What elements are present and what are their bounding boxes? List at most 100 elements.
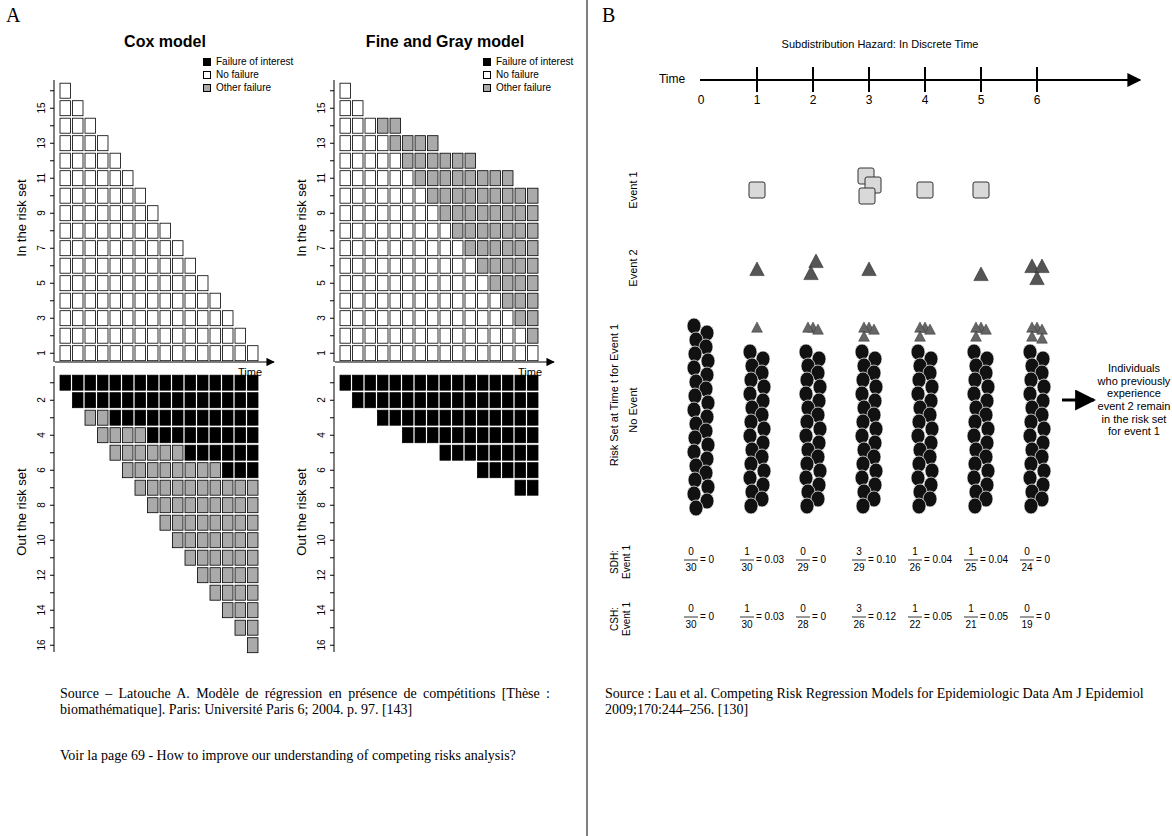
grid-square bbox=[235, 445, 246, 460]
event2-triangle bbox=[971, 331, 982, 341]
legend-text: No failure bbox=[496, 69, 539, 81]
grid-square bbox=[148, 428, 159, 443]
grid-square bbox=[198, 410, 209, 425]
grid-square bbox=[528, 346, 539, 361]
grid-square bbox=[478, 293, 489, 308]
grid-square bbox=[73, 393, 84, 408]
grid-square bbox=[403, 346, 414, 361]
grid-square bbox=[365, 118, 376, 133]
grid-square bbox=[248, 603, 259, 618]
grid-square bbox=[478, 171, 489, 186]
grid-square bbox=[185, 258, 196, 273]
grid-square bbox=[248, 410, 259, 425]
grid-square bbox=[340, 83, 351, 98]
grid-square bbox=[453, 375, 464, 390]
grid-square bbox=[365, 293, 376, 308]
grid-square bbox=[160, 428, 171, 443]
tick-number: 5 bbox=[36, 280, 48, 286]
grid-square bbox=[160, 445, 171, 460]
grid-square bbox=[453, 445, 464, 460]
grid-square bbox=[73, 223, 84, 238]
grid-square bbox=[210, 498, 221, 513]
grid-square bbox=[73, 276, 84, 291]
grid-square bbox=[160, 498, 171, 513]
grid-square bbox=[173, 346, 184, 361]
grid-square bbox=[503, 258, 514, 273]
legend-swatch bbox=[483, 71, 491, 79]
grid-square bbox=[160, 480, 171, 495]
tick-number: 9 bbox=[316, 210, 328, 216]
fraction-term: 1 bbox=[912, 603, 918, 615]
grid-square bbox=[98, 153, 109, 168]
grid-square bbox=[515, 393, 526, 408]
grid-square bbox=[453, 410, 464, 425]
fraction-term: 1 bbox=[968, 603, 974, 615]
legend-text: No failure bbox=[216, 69, 259, 81]
grid-square bbox=[135, 393, 146, 408]
event2-triangle bbox=[915, 331, 926, 341]
grid-square bbox=[148, 206, 159, 221]
grid-square bbox=[123, 375, 134, 390]
grid-square bbox=[340, 328, 351, 343]
grid-square bbox=[478, 393, 489, 408]
grid-square bbox=[515, 188, 526, 203]
tick-number: 11 bbox=[36, 173, 48, 183]
individual-dot bbox=[869, 463, 883, 479]
individual-dot bbox=[813, 379, 827, 395]
grid-square bbox=[478, 463, 489, 478]
grid-square bbox=[465, 171, 476, 186]
fraction-value: = 0.04 bbox=[924, 554, 952, 566]
grid-square bbox=[378, 223, 389, 238]
grid-square bbox=[85, 241, 96, 256]
tick-number: 10 bbox=[36, 535, 48, 546]
chart-axes bbox=[330, 80, 554, 652]
individual-dot bbox=[687, 360, 701, 376]
grid-square bbox=[98, 428, 109, 443]
grid-square bbox=[198, 568, 209, 583]
grid-square bbox=[98, 293, 109, 308]
grid-square bbox=[248, 550, 259, 565]
individual-dot bbox=[688, 472, 702, 488]
grid-square bbox=[198, 311, 209, 326]
grid-square bbox=[415, 223, 426, 238]
grid-square bbox=[378, 293, 389, 308]
grid-square bbox=[135, 463, 146, 478]
grid-square bbox=[528, 480, 539, 495]
tick-number: 2 bbox=[316, 397, 328, 403]
individual-dot bbox=[1023, 344, 1037, 360]
grid-square bbox=[528, 293, 539, 308]
grid-square bbox=[453, 188, 464, 203]
grid-square bbox=[98, 136, 109, 151]
grid-square bbox=[453, 276, 464, 291]
grid-square bbox=[503, 311, 514, 326]
grid-square bbox=[248, 533, 259, 548]
fraction-bar bbox=[964, 560, 978, 561]
grid-square bbox=[210, 480, 221, 495]
grid-square bbox=[135, 293, 146, 308]
grid-square bbox=[428, 410, 439, 425]
grid-square bbox=[223, 328, 234, 343]
grid-square bbox=[210, 346, 221, 361]
grid-square bbox=[428, 428, 439, 443]
event1-square bbox=[917, 182, 933, 198]
grid-square bbox=[148, 258, 159, 273]
grid-square bbox=[378, 328, 389, 343]
grid-square bbox=[185, 393, 196, 408]
grid-square bbox=[465, 328, 476, 343]
axis-label: Out the risk set bbox=[15, 468, 30, 555]
grid-square bbox=[453, 258, 464, 273]
tick-number: 4 bbox=[316, 432, 328, 438]
grid-square bbox=[390, 171, 401, 186]
grid-square bbox=[98, 311, 109, 326]
grid-square bbox=[160, 410, 171, 425]
grid-square bbox=[378, 375, 389, 390]
row-label: SDH: Event 1 bbox=[609, 540, 632, 584]
grid-square bbox=[528, 276, 539, 291]
legend-swatch bbox=[483, 58, 491, 66]
grid-square bbox=[415, 346, 426, 361]
grid-square bbox=[198, 346, 209, 361]
tick-number: 12 bbox=[36, 570, 48, 581]
grid-square bbox=[478, 375, 489, 390]
tick-number: 6 bbox=[36, 467, 48, 473]
tick-number: 10 bbox=[316, 535, 328, 546]
